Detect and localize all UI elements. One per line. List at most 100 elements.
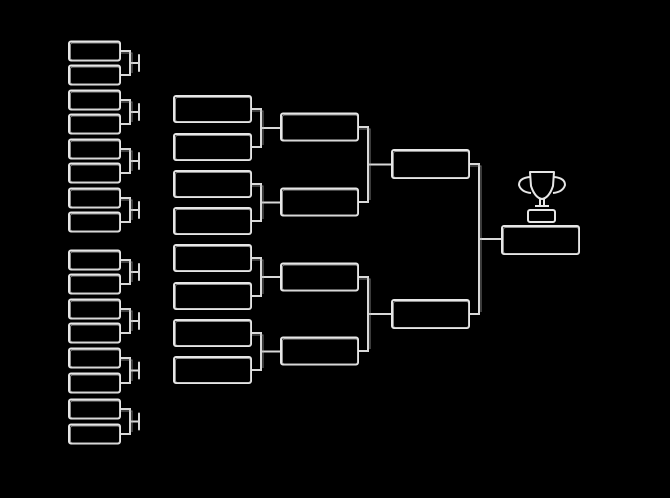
trophy-stem — [535, 199, 549, 207]
connector-sketch-line — [469, 165, 482, 312]
bracket-slot-r4-2[interactable] — [391, 299, 470, 329]
bracket-slot-r1-7[interactable] — [68, 187, 121, 209]
slot-box — [173, 282, 252, 310]
slot-sketch-line — [70, 42, 120, 61]
slot-box — [280, 336, 359, 366]
connector-sketch-line — [251, 334, 264, 368]
bracket-slot-r1-15[interactable] — [68, 398, 121, 420]
slot-sketch-line — [282, 114, 358, 141]
bracket-slot-r2-8[interactable] — [173, 356, 252, 384]
trophy-cup — [529, 171, 555, 200]
slot-box — [391, 299, 470, 329]
slot-box — [68, 64, 121, 86]
bracket-slot-r5-1[interactable] — [501, 225, 580, 255]
slot-box — [68, 372, 121, 394]
bracket-slot-r2-7[interactable] — [173, 319, 252, 347]
slot-sketch-line — [70, 349, 120, 368]
slot-sketch-line — [70, 275, 120, 294]
connector-r1-8 — [119, 408, 140, 435]
connector-sketch-line — [120, 410, 133, 432]
bracket-slot-r1-10[interactable] — [68, 273, 121, 295]
trophy-icon — [518, 171, 566, 223]
bracket-slot-r1-13[interactable] — [68, 347, 121, 369]
trophy-left-handle — [518, 176, 532, 194]
bracket-slot-r1-6[interactable] — [68, 162, 121, 184]
bracket-slot-r1-1[interactable] — [68, 40, 121, 62]
connector-r1-1 — [119, 50, 140, 76]
connector-sketch-line — [120, 150, 133, 171]
slot-sketch-line — [70, 251, 120, 270]
connector-r3-1 — [357, 126, 393, 203]
connector-r1-7 — [119, 357, 140, 384]
slot-sketch-line — [70, 189, 120, 208]
bracket-slot-r3-1[interactable] — [280, 112, 359, 142]
bracket-slot-r1-8[interactable] — [68, 211, 121, 233]
bracket-slot-r1-14[interactable] — [68, 372, 121, 394]
slot-box — [68, 89, 121, 111]
bracket-slot-r1-2[interactable] — [68, 64, 121, 86]
connector-r3-2 — [357, 276, 393, 352]
slot-box — [173, 319, 252, 347]
bracket-slot-r3-3[interactable] — [280, 262, 359, 292]
slot-sketch-line — [282, 264, 358, 291]
connector-r2-4 — [250, 332, 282, 371]
connector-sketch-line — [251, 185, 264, 219]
bracket-slot-r4-1[interactable] — [391, 149, 470, 179]
slot-sketch-line — [70, 91, 120, 110]
slot-sketch-line — [175, 321, 251, 346]
slot-sketch-line — [70, 324, 120, 343]
slot-sketch-line — [70, 66, 120, 85]
slot-box — [68, 40, 121, 62]
bracket-slot-r1-16[interactable] — [68, 423, 121, 445]
connector-sketch-line — [120, 310, 133, 331]
connector-r1-3 — [119, 148, 140, 174]
slot-sketch-line — [282, 189, 358, 216]
bracket-slot-r1-3[interactable] — [68, 89, 121, 111]
bracket-slot-r2-3[interactable] — [173, 170, 252, 198]
connector-sketch-line — [251, 110, 264, 145]
bracket-slot-r1-11[interactable] — [68, 298, 121, 320]
slot-box — [173, 207, 252, 235]
bracket-slot-r1-4[interactable] — [68, 113, 121, 135]
slot-box — [68, 347, 121, 369]
bracket-slot-r3-2[interactable] — [280, 187, 359, 217]
slot-sketch-line — [70, 140, 120, 159]
slot-box — [68, 322, 121, 344]
connector-r4-1 — [468, 163, 503, 315]
bracket-slot-r1-5[interactable] — [68, 138, 121, 160]
slot-box — [68, 211, 121, 233]
connector-r1-2 — [119, 99, 140, 125]
slot-sketch-line — [70, 425, 120, 444]
bracket-slot-r2-1[interactable] — [173, 95, 252, 123]
connector-r2-1 — [250, 108, 282, 148]
slot-box — [68, 187, 121, 209]
bracket-slot-r2-4[interactable] — [173, 207, 252, 235]
slot-box — [68, 273, 121, 295]
connector-r1-5 — [119, 259, 140, 285]
slot-box — [391, 149, 470, 179]
slot-box — [68, 298, 121, 320]
trophy-right-handle — [552, 176, 566, 194]
bracket-slot-r2-2[interactable] — [173, 133, 252, 161]
bracket-slot-r2-6[interactable] — [173, 282, 252, 310]
slot-sketch-line — [175, 135, 251, 160]
connector-sketch-line — [120, 52, 133, 73]
bracket-slot-r2-5[interactable] — [173, 244, 252, 272]
connector-r2-3 — [250, 257, 282, 297]
slot-sketch-line — [393, 151, 469, 178]
connector-r1-6 — [119, 308, 140, 334]
slot-box — [68, 423, 121, 445]
slot-box — [173, 244, 252, 272]
bracket-slot-r1-12[interactable] — [68, 322, 121, 344]
bracket-slot-r3-4[interactable] — [280, 336, 359, 366]
connector-sketch-line — [120, 261, 133, 282]
bracket-slot-r1-9[interactable] — [68, 249, 121, 271]
connector-sketch-line — [120, 359, 133, 381]
slot-box — [68, 249, 121, 271]
slot-sketch-line — [70, 374, 120, 393]
connector-sketch-line — [358, 278, 371, 349]
slot-sketch-line — [70, 300, 120, 319]
slot-box — [173, 170, 252, 198]
slot-sketch-line — [175, 209, 251, 234]
